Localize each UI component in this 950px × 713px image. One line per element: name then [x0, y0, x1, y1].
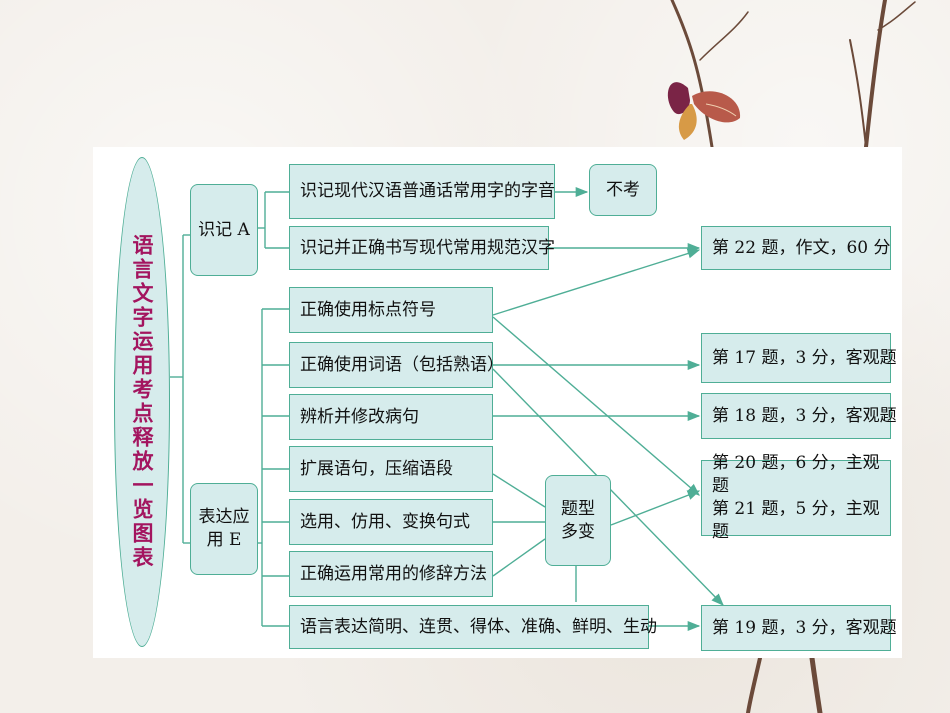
item-label: 识记并正确书写现代常用规范汉字	[300, 237, 555, 258]
not-tested-box: 不考	[589, 164, 657, 216]
group-e-label-line1: 表达应	[198, 507, 250, 528]
hub-box: 题型 多变	[545, 475, 611, 566]
item-label: 正确使用词语（包括熟语）	[300, 354, 504, 375]
result-box-q18: 第 18 题，3 分，客观题	[701, 393, 897, 439]
item-box-sentence-errors: 辨析并修改病句	[289, 394, 493, 440]
result-label: 第 20 题，6 分，主观题	[712, 453, 880, 497]
group-e-label-line2: 用 E	[206, 530, 242, 550]
item-label: 正确使用标点符号	[300, 299, 436, 320]
diagram-panel: 语言文字运用考点释放一览图表 识记 A 表达应 用 E 识记现代汉语普通话常用字…	[93, 147, 902, 658]
item-box-punctuation: 正确使用标点符号	[289, 287, 493, 333]
result-label: 第 17 题，3 分，客观题	[712, 347, 897, 368]
result-box-q22: 第 22 题，作文，60 分	[701, 226, 891, 270]
item-box-pronunciation: 识记现代汉语普通话常用字的字音	[289, 164, 555, 219]
hub-label-line1: 题型	[561, 498, 595, 519]
butterfly-icon	[667, 82, 741, 140]
item-label: 辨析并修改病句	[300, 406, 419, 427]
item-box-writing: 识记并正确书写现代常用规范汉字	[289, 226, 555, 270]
diagram-title: 语言文字运用考点释放一览图表	[130, 234, 154, 570]
item-box-expression-quality: 语言表达简明、连贯、得体、准确、鲜明、生动	[289, 605, 657, 649]
result-box-q20-q21: 第 20 题，6 分，主观题 第 21 题，5 分，主观题	[701, 453, 891, 542]
item-box-rhetoric: 正确运用常用的修辞方法	[289, 551, 493, 597]
hub-label-line2: 多变	[561, 521, 595, 542]
item-box-expand-compress: 扩展语句，压缩语段	[289, 446, 493, 492]
item-box-sentence-patterns: 选用、仿用、变换句式	[289, 499, 493, 545]
item-label: 选用、仿用、变换句式	[300, 511, 470, 532]
result-label: 第 19 题，3 分，客观题	[712, 617, 897, 638]
result-box-q19: 第 19 题，3 分，客观题	[701, 605, 897, 651]
item-box-wording: 正确使用词语（包括熟语）	[289, 342, 504, 388]
diagram-title-oval: 语言文字运用考点释放一览图表	[114, 157, 170, 647]
result-label: 第 18 题，3 分，客观题	[712, 405, 897, 426]
group-a-box: 识记 A	[190, 184, 258, 276]
result-label: 第 22 题，作文，60 分	[712, 237, 891, 258]
item-label: 识记现代汉语普通话常用字的字音	[300, 181, 555, 202]
item-label: 正确运用常用的修辞方法	[300, 563, 487, 584]
group-a-label: 识记 A	[198, 219, 250, 240]
not-tested-label: 不考	[606, 179, 640, 200]
group-e-box: 表达应 用 E	[190, 483, 258, 575]
item-label: 语言表达简明、连贯、得体、准确、鲜明、生动	[300, 616, 657, 637]
item-label: 扩展语句，压缩语段	[300, 458, 453, 479]
result-box-q17: 第 17 题，3 分，客观题	[701, 333, 897, 383]
connector-lines	[170, 186, 724, 632]
result-label: 第 21 题，5 分，主观题	[712, 499, 880, 542]
